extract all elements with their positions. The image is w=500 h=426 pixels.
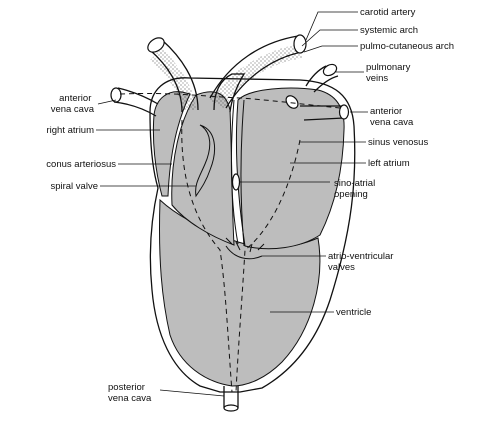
heart-outline <box>149 77 356 393</box>
label-anterior-vena-cava-left: anterior vena cava <box>51 93 95 115</box>
label-ventricle: ventricle <box>336 307 371 318</box>
dashed-septum-left <box>181 119 233 393</box>
leader-systemic-arch <box>301 29 358 47</box>
label-conus-arteriosus: conus arteriosus <box>46 159 116 170</box>
left-vena-cava-opening <box>110 87 122 103</box>
left-vena-cava-top <box>117 87 159 105</box>
label-sino-atrial-line2: opening <box>334 189 368 200</box>
left-atrium-chamber <box>235 87 345 250</box>
dashed-sinus-boundary <box>119 92 341 109</box>
label-avc-right-line1: anterior <box>370 106 402 117</box>
label-systemic-arch: systemic arch <box>360 25 418 36</box>
leader-lines <box>96 11 368 397</box>
conus-arch <box>213 73 246 113</box>
label-atrio-ventricular-valves: atrio-ventricular valves <box>328 251 396 273</box>
label-pulmonary-veins-line1: pulmonary <box>366 62 411 73</box>
leader-carotid-artery <box>305 11 358 41</box>
pulmonary-vein-lower <box>313 75 339 93</box>
interatrial-septum-left <box>230 99 239 245</box>
left-aortic-arch <box>149 49 183 113</box>
label-avc-right-line2: vena cava <box>370 117 414 128</box>
label-avc-left-line1: anterior <box>59 93 91 104</box>
left-arch-opening <box>147 37 165 53</box>
label-spiral-valve: spiral valve <box>50 181 98 192</box>
label-pulmo-cutaneous-arch: pulmo-cutaneous arch <box>360 41 454 52</box>
left-vena-cava-bottom <box>113 101 157 117</box>
label-anterior-vena-cava-right: anterior vena cava <box>370 106 414 128</box>
atrio-ventricular-valves <box>225 237 265 260</box>
spiral-valve <box>195 124 216 198</box>
right-vena-cava-bottom <box>303 117 345 121</box>
pulmonary-vein-opening <box>322 63 338 77</box>
right-vena-cava-opening <box>338 104 350 120</box>
right-atrium-chamber <box>152 91 191 197</box>
label-pulmonary-veins: pulmonary veins <box>366 62 413 84</box>
sinus-inlet-opening <box>285 95 299 109</box>
label-av-valves-line2: valves <box>328 262 355 273</box>
label-sino-atrial-opening: sino-atrial opening <box>334 178 378 200</box>
label-avc-left-line2: vena cava <box>51 104 95 115</box>
sino-atrial-opening <box>231 173 241 191</box>
right-arch-lower <box>225 51 303 109</box>
posterior-vena-cava-opening <box>223 404 239 412</box>
label-left-atrium: left atrium <box>368 158 410 169</box>
leader-posterior-vena-cava <box>159 389 225 397</box>
pulmonary-vein-upper <box>305 65 327 87</box>
label-sino-atrial-line1: sino-atrial <box>334 178 375 189</box>
label-pvc-line1: posterior <box>108 382 145 393</box>
leader-anterior-vena-cava-left <box>97 99 117 105</box>
dashed-septum-right <box>235 139 301 393</box>
label-carotid-artery: carotid artery <box>360 7 416 18</box>
leader-pulmo-cutaneous-arch <box>303 45 358 53</box>
label-right-atrium: right atrium <box>46 125 94 136</box>
left-aortic-arch-inner <box>161 39 199 111</box>
label-sinus-venosus: sinus venosus <box>368 137 428 148</box>
label-av-valves-line1: atrio-ventricular <box>328 251 393 262</box>
right-arch-upper <box>209 35 299 99</box>
label-pvc-line2: vena cava <box>108 393 152 404</box>
interatrial-septum-right <box>240 99 245 247</box>
right-arch-opening <box>293 34 307 54</box>
label-posterior-vena-cava: posterior vena cava <box>108 382 152 404</box>
label-pulmonary-veins-line2: veins <box>366 73 388 84</box>
